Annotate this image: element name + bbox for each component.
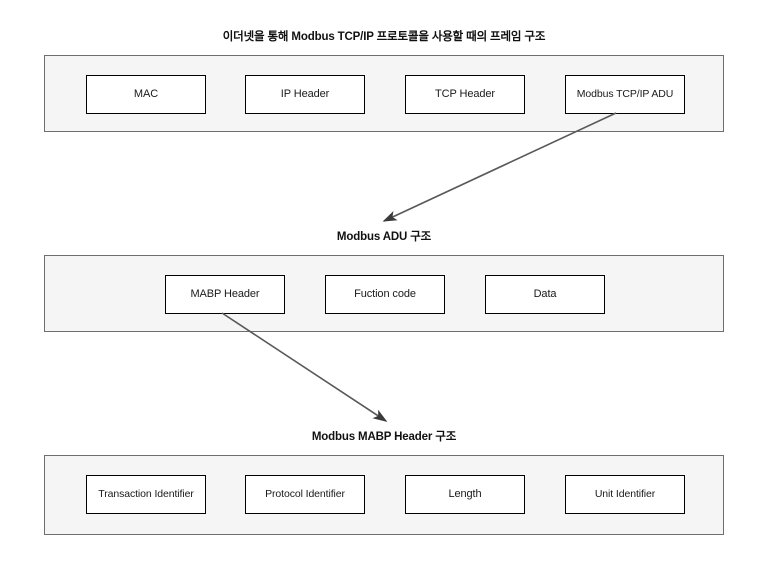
field-box-tcp-header[interactable]: TCP Header bbox=[405, 75, 525, 114]
ethernet-frame-panel: MAC IP Header TCP Header Modbus TCP/IP A… bbox=[44, 55, 724, 132]
field-box-data[interactable]: Data bbox=[485, 275, 605, 314]
field-box-function-code[interactable]: Fuction code bbox=[325, 275, 445, 314]
field-box-mabp-header[interactable]: MABP Header bbox=[165, 275, 285, 314]
field-box-mac[interactable]: MAC bbox=[86, 75, 206, 114]
field-box-protocol-identifier[interactable]: Protocol Identifier bbox=[245, 475, 365, 514]
modbus-adu-panel: MABP Header Fuction code Data bbox=[44, 255, 724, 332]
field-box-length[interactable]: Length bbox=[405, 475, 525, 514]
field-box-ip-header[interactable]: IP Header bbox=[245, 75, 365, 114]
field-box-modbus-tcpip-adu[interactable]: Modbus TCP/IP ADU bbox=[565, 75, 685, 114]
field-box-transaction-identifier[interactable]: Transaction Identifier bbox=[86, 475, 206, 514]
section-title-modbus-mabp-header: Modbus MABP Header 구조 bbox=[311, 431, 457, 443]
modbus-mabp-header-panel: Transaction Identifier Protocol Identifi… bbox=[44, 455, 724, 535]
page-title: 이더넷을 통해 Modbus TCP/IP 프로토콜을 사용할 때의 프레임 구… bbox=[222, 31, 546, 43]
section-title-modbus-adu: Modbus ADU 구조 bbox=[336, 231, 432, 243]
field-box-unit-identifier[interactable]: Unit Identifier bbox=[565, 475, 685, 514]
